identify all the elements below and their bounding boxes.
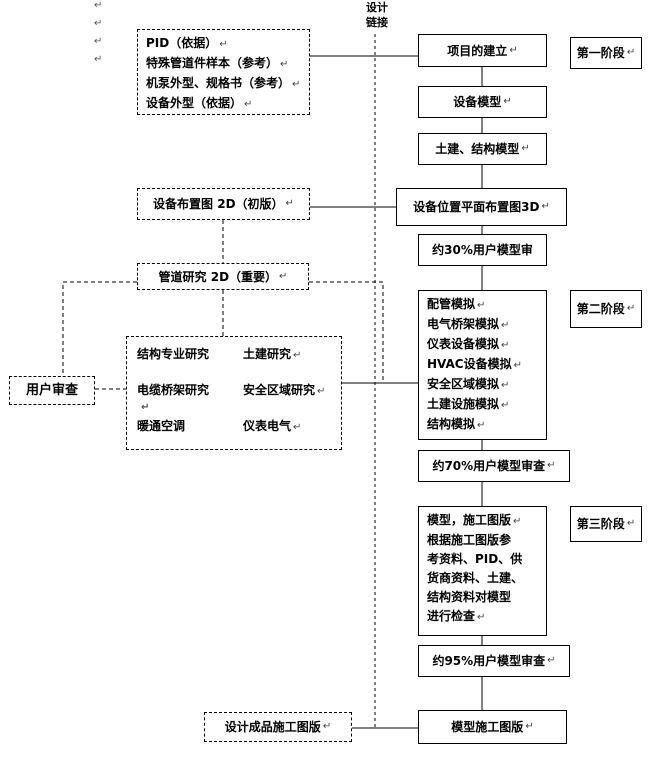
study-safety-zone: 安全区域研究↵ [243, 383, 326, 397]
flow-layout-3d: 设备位置平面布置图3D↵ [396, 188, 567, 226]
flow-civil-structure-model: 土建、结构模型↵ [418, 133, 547, 165]
design-link-label: 设计 链接 [366, 1, 388, 29]
modeling-item: 结构模拟↵ [427, 417, 486, 431]
ref-doc: 特殊管道件样本（参考）↵ [146, 56, 289, 70]
piping-study-box: 管道研究 2D（重要）↵ [137, 263, 309, 290]
study-grid-box: 结构专业研究 土建研究↵ 电缆桥架研究 安全区域研究↵ ↵ 暖通空调 仪表电气↵ [126, 336, 342, 450]
ref-doc: 设备外型（依据）↵ [146, 96, 253, 110]
check-line: 模型，施工图版↵ [427, 513, 522, 527]
study-structure: 结构专业研究 [137, 347, 210, 361]
flow-review-70: 约70%用户模型审查↵ [418, 450, 570, 482]
paragraph-mark: ↵ [94, 18, 103, 29]
study-instrument-electrical: 仪表电气↵ [243, 419, 302, 433]
paragraph-mark: ↵ [141, 402, 150, 413]
stage-1-label: 第一阶段↵ [570, 37, 642, 69]
user-review-box: 用户审查 [9, 376, 95, 405]
model-check-box: 模型，施工图版↵ 根据施工图版参 考资料、PID、供 货商资料、土建、 结构资料… [418, 506, 547, 636]
study-hvac: 暖通空调 [137, 419, 186, 433]
flow-equipment-model: 设备模型↵ [418, 86, 547, 118]
check-line: 货商资料、土建、 [427, 571, 524, 585]
ref-doc: PID（依据）↵ [146, 36, 228, 50]
layout-2d-box: 设备布置图 2D（初版）↵ [137, 188, 310, 220]
reference-docs-box: PID（依据）↵ 特殊管道件样本（参考）↵ 机泵外型、规格书（参考）↵ 设备外型… [137, 29, 310, 115]
stage-3-label: 第三阶段↵ [570, 506, 642, 542]
piping-model-connector [309, 281, 384, 383]
paragraph-mark: ↵ [94, 36, 103, 47]
flow-review-30: 约30%用户模型审 [418, 234, 547, 266]
modeling-item: 土建设施模拟↵ [427, 397, 510, 411]
check-line: 进行检查↵ [427, 609, 486, 623]
flow-model-drawing: 模型施工图版↵ [418, 710, 567, 744]
final-drawing-box: 设计成品施工图版↵ [204, 712, 352, 742]
study-civil: 土建研究↵ [243, 347, 302, 361]
study-cable-tray: 电缆桥架研究 [137, 383, 210, 397]
stage-2-label: 第二阶段↵ [570, 290, 642, 328]
modeling-item: HVAC设备模拟↵ [427, 357, 523, 371]
flow-review-95: 约95%用户模型审查↵ [418, 645, 570, 677]
modeling-list-box: 配管模拟↵ 电气桥架模拟↵ 仪表设备模拟↵ HVAC设备模拟↵ 安全区域模拟↵ … [418, 290, 547, 440]
check-line: 根据施工图版参 [427, 533, 512, 547]
check-line: 考资料、PID、供 [427, 552, 523, 566]
piping-review-connector [62, 281, 137, 376]
flow-project-setup: 项目的建立↵ [418, 34, 547, 67]
modeling-item: 仪表设备模拟↵ [427, 337, 510, 351]
paragraph-mark: ↵ [94, 0, 103, 11]
ref-doc: 机泵外型、规格书（参考）↵ [146, 76, 301, 90]
paragraph-mark: ↵ [94, 54, 103, 65]
modeling-item: 安全区域模拟↵ [427, 377, 510, 391]
modeling-item: 配管模拟↵ [427, 297, 486, 311]
check-line: 结构资料对模型 [427, 590, 512, 604]
modeling-item: 电气桥架模拟↵ [427, 317, 510, 331]
